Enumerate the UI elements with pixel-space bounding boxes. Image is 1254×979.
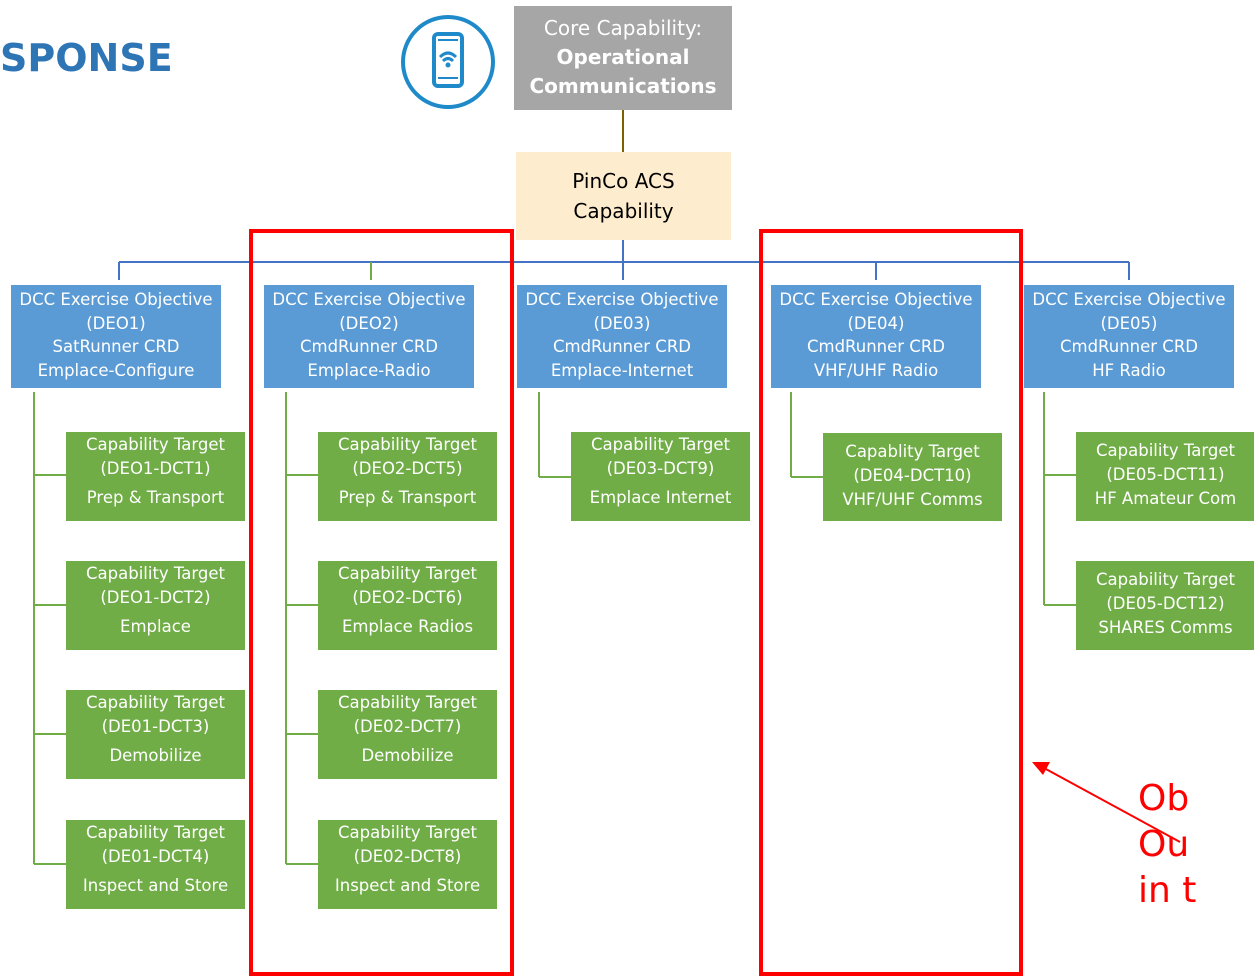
target-code: (DE03-DCT9) bbox=[606, 459, 715, 478]
tree-deo5 bbox=[1043, 392, 1076, 606]
objective-task: HF Radio bbox=[1092, 360, 1166, 380]
target-box-dct1: Capability Target (DEO1-DCT1) Prep & Tra… bbox=[66, 432, 245, 521]
callout-line2: Ou bbox=[1138, 824, 1190, 865]
objective-code: (DE03) bbox=[593, 313, 651, 333]
target-title: Capability Target bbox=[1096, 441, 1235, 460]
target-code: (DE04-DCT10) bbox=[853, 466, 972, 485]
highlight-box-deo4 bbox=[759, 229, 1023, 976]
objective-title: DCC Exercise Objective bbox=[19, 290, 213, 309]
target-task: Inspect and Store bbox=[82, 876, 229, 895]
objective-system: SatRunner CRD bbox=[52, 337, 180, 356]
objective-system: CmdRunner CRD bbox=[552, 337, 692, 356]
callout-line1: Ob bbox=[1138, 778, 1190, 819]
page-heading: SPONSE bbox=[0, 36, 173, 80]
objective-code: (DE05) bbox=[1100, 313, 1158, 333]
target-task: Demobilize bbox=[361, 746, 454, 765]
target-code: (DE05-DCT11) bbox=[1106, 465, 1225, 484]
objective-system: CmdRunner CRD bbox=[299, 337, 439, 356]
tree-deo1 bbox=[33, 392, 66, 865]
objective-task: Emplace-Internet bbox=[550, 360, 694, 380]
target-title: Capability Target bbox=[591, 435, 730, 454]
target-box-dct11: Capability Target (DE05-DCT11) HF Amateu… bbox=[1076, 432, 1254, 521]
target-box-dct6: Capability Target (DEO2-DCT6) Emplace Ra… bbox=[318, 561, 497, 650]
target-box-dct2: Capability Target (DEO1-DCT2) Emplace bbox=[66, 561, 245, 650]
target-code: (DE01-DCT3) bbox=[101, 717, 210, 736]
smartphone-wifi-icon bbox=[401, 15, 495, 109]
objective-box-deo2: DCC Exercise Objective (DEO2) CmdRunner … bbox=[264, 285, 474, 388]
objective-code: (DEO2) bbox=[339, 313, 399, 333]
target-code: (DE01-DCT4) bbox=[101, 847, 210, 866]
target-box-dct9: Capability Target (DE03-DCT9) Emplace In… bbox=[571, 432, 750, 521]
callout-line3: in t bbox=[1138, 870, 1197, 911]
target-code: (DE02-DCT8) bbox=[353, 847, 462, 866]
target-title: Capability Target bbox=[86, 564, 225, 583]
target-task: SHARES Comms bbox=[1098, 618, 1233, 637]
target-title: Capability Target bbox=[86, 435, 225, 454]
objective-title: DCC Exercise Objective bbox=[779, 290, 973, 309]
callout-text: Ob Ou in t bbox=[1138, 776, 1196, 914]
target-title: Capability Target bbox=[338, 564, 477, 583]
pinco-capability-line2: Capability bbox=[573, 199, 674, 223]
objective-task: Emplace-Radio bbox=[307, 360, 431, 380]
objective-code: (DE04) bbox=[847, 313, 905, 333]
callout-arrow-line bbox=[1043, 767, 1181, 843]
target-task: HF Amateur Com bbox=[1094, 489, 1237, 508]
target-title: Capability Target bbox=[338, 693, 477, 712]
target-box-dct5: Capability Target (DEO2-DCT5) Prep & Tra… bbox=[318, 432, 497, 521]
objective-box-deo4: DCC Exercise Objective (DE04) CmdRunner … bbox=[771, 285, 981, 388]
target-task: Inspect and Store bbox=[334, 876, 481, 895]
target-title: Capability Target bbox=[86, 823, 225, 842]
target-task: Emplace bbox=[120, 617, 191, 636]
target-title: Capability Target bbox=[338, 435, 477, 454]
tree-deo4 bbox=[790, 392, 823, 478]
target-title: Capability Target bbox=[1096, 570, 1235, 589]
target-box-dct10: Capablity Target (DE04-DCT10) VHF/UHF Co… bbox=[823, 433, 1002, 521]
core-capability-name-line1: Operational bbox=[556, 45, 690, 69]
target-task: Prep & Transport bbox=[338, 488, 477, 507]
core-capability-name-line2: Communications bbox=[529, 74, 717, 98]
target-box-dct8: Capability Target (DE02-DCT8) Inspect an… bbox=[318, 820, 497, 909]
target-box-dct4: Capability Target (DE01-DCT4) Inspect an… bbox=[66, 820, 245, 909]
objective-title: DCC Exercise Objective bbox=[525, 290, 719, 309]
objective-title: DCC Exercise Objective bbox=[1032, 290, 1226, 309]
target-code: (DEO2-DCT5) bbox=[352, 459, 463, 478]
core-capability-label: Core Capability: bbox=[543, 16, 703, 40]
target-code: (DEO1-DCT1) bbox=[100, 459, 211, 478]
pinco-capability-box: PinCo ACS Capability bbox=[516, 152, 731, 240]
tree-deo3 bbox=[538, 392, 571, 478]
objective-title: DCC Exercise Objective bbox=[272, 290, 466, 309]
target-title: Capablity Target bbox=[845, 442, 980, 461]
target-task: VHF/UHF Comms bbox=[842, 490, 983, 509]
pinco-capability-line1: PinCo ACS bbox=[572, 169, 675, 193]
target-code: (DE02-DCT7) bbox=[353, 717, 462, 736]
callout-arrow-head bbox=[1032, 762, 1050, 775]
objective-box-deo1: DCC Exercise Objective (DEO1) SatRunner … bbox=[11, 285, 221, 388]
objective-box-deo5: DCC Exercise Objective (DE05) CmdRunner … bbox=[1024, 285, 1234, 388]
target-task: Emplace Internet bbox=[589, 488, 732, 507]
target-code: (DEO2-DCT6) bbox=[352, 588, 463, 607]
target-box-dct3: Capability Target (DE01-DCT3) Demobilize bbox=[66, 690, 245, 779]
target-box-dct12: Capability Target (DE05-DCT12) SHARES Co… bbox=[1076, 561, 1254, 650]
target-code: (DEO1-DCT2) bbox=[100, 588, 211, 607]
objective-task: Emplace-Configure bbox=[37, 360, 195, 380]
highlight-box-deo2 bbox=[249, 229, 514, 976]
tree-deo2 bbox=[285, 392, 318, 865]
target-box-dct7: Capability Target (DE02-DCT7) Demobilize bbox=[318, 690, 497, 779]
target-task: Emplace Radios bbox=[341, 617, 474, 636]
core-capability-box: Core Capability: Operational Communicati… bbox=[514, 6, 732, 110]
objective-box-deo3: DCC Exercise Objective (DE03) CmdRunner … bbox=[517, 285, 727, 388]
objective-system: CmdRunner CRD bbox=[1059, 337, 1199, 356]
target-title: Capability Target bbox=[86, 693, 225, 712]
objective-task: VHF/UHF Radio bbox=[813, 360, 939, 380]
target-task: Demobilize bbox=[109, 746, 202, 765]
objective-system: CmdRunner CRD bbox=[806, 337, 946, 356]
objective-code: (DEO1) bbox=[86, 313, 146, 333]
target-task: Prep & Transport bbox=[86, 488, 225, 507]
target-title: Capability Target bbox=[338, 823, 477, 842]
target-code: (DE05-DCT12) bbox=[1106, 594, 1225, 613]
